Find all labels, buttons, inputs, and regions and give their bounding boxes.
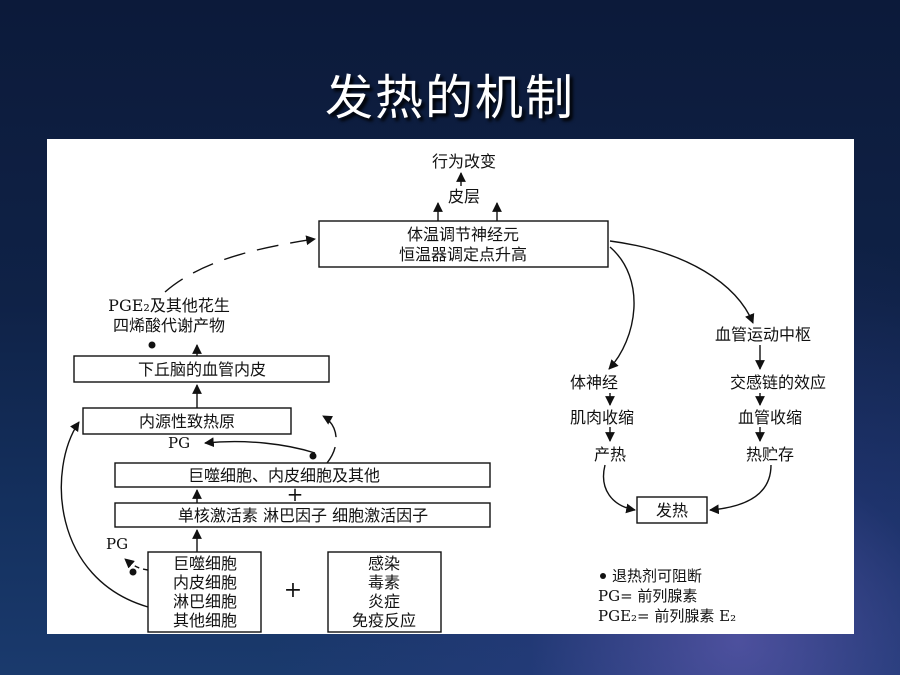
label-pg-lower: PG xyxy=(106,535,128,553)
label-fever: 发热 xyxy=(656,501,688,520)
label-plus-upper: + xyxy=(287,482,304,506)
slide-title: 发热的机制 xyxy=(324,70,575,126)
block-dot-cells xyxy=(129,568,137,576)
causes-box xyxy=(327,551,442,633)
cells-box xyxy=(147,551,262,633)
label-center-line2: 恒温器调定点升高 xyxy=(399,245,527,264)
label-cell-1: 巨噬细胞 xyxy=(173,554,237,573)
label-heat-production: 产热 xyxy=(594,445,626,464)
label-cause-1: 感染 xyxy=(368,554,400,573)
label-endogenous: 内源性致热原 xyxy=(139,412,235,431)
label-pge2-line2: 四烯酸代谢产物 xyxy=(113,316,225,335)
fever-mechanism-diagram: 行为改变 皮层 体温调节神经元 恒温器调定点升高 PGE₂及其他花生 四烯酸代谢… xyxy=(60,152,826,633)
label-cortex: 皮层 xyxy=(448,187,480,206)
fever-box xyxy=(636,496,708,524)
legend-bullet-text: 退热剂可阻断 xyxy=(612,567,702,585)
arrow-center-somatic xyxy=(608,246,635,370)
legend-pge2-text: PGE₂= 前列腺素 E₂ xyxy=(598,607,736,625)
block-dot-macrophage xyxy=(309,452,317,460)
arrow-cells-endogenous xyxy=(60,421,149,608)
label-sympathetic: 交感链的效应 xyxy=(730,373,826,392)
label-center-line1: 体温调节神经元 xyxy=(407,225,519,244)
label-macrophage-row: 巨噬细胞、内皮细胞及其他 xyxy=(188,466,380,485)
arrow-center-vasomotor xyxy=(609,240,755,324)
endogenous-box xyxy=(82,407,292,435)
legend-pg-text: PG= 前列腺素 xyxy=(598,587,697,605)
label-pg-upper: PG xyxy=(168,434,190,452)
macrophage-row-box xyxy=(114,462,491,488)
diagram-canvas: 行为改变 皮层 体温调节神经元 恒温器调定点升高 PGE₂及其他花生 四烯酸代谢… xyxy=(47,139,854,634)
arrow-macrophage-endogenous xyxy=(322,415,337,464)
label-cell-2: 内皮细胞 xyxy=(173,573,237,592)
arrow-macrophage-pg xyxy=(204,437,316,454)
label-plus-lower: + xyxy=(284,578,302,603)
label-cause-4: 免疫反应 xyxy=(352,611,416,630)
label-cause-2: 毒素 xyxy=(368,573,400,592)
block-dot-pge2 xyxy=(148,341,156,349)
label-hypothalamus: 下丘脑的血管内皮 xyxy=(138,360,266,379)
hypothalamus-box xyxy=(73,355,330,383)
center-box xyxy=(318,220,609,268)
label-heat-storage: 热贮存 xyxy=(746,445,794,464)
arrow-pge2-center xyxy=(164,235,316,293)
arrow-cells-pg xyxy=(124,558,149,571)
label-cell-3: 淋巴细胞 xyxy=(173,592,237,611)
label-cytokines: 单核激活素 淋巴因子 细胞激活因子 xyxy=(178,506,428,525)
label-cell-4: 其他细胞 xyxy=(173,611,237,630)
legend-bullet-icon xyxy=(600,573,606,579)
label-somatic: 体神经 xyxy=(570,373,618,392)
arrow-production-fever xyxy=(602,464,636,514)
label-cause-3: 炎症 xyxy=(368,592,400,611)
label-pge2-line1: PGE₂及其他花生 xyxy=(108,296,230,315)
label-muscle: 肌肉收缩 xyxy=(570,408,634,427)
arrow-storage-fever xyxy=(709,464,772,515)
cytokines-box xyxy=(114,502,491,528)
label-behavior: 行为改变 xyxy=(432,152,496,171)
label-vasoconstriction: 血管收缩 xyxy=(738,408,802,427)
label-vasomotor: 血管运动中枢 xyxy=(715,325,811,344)
